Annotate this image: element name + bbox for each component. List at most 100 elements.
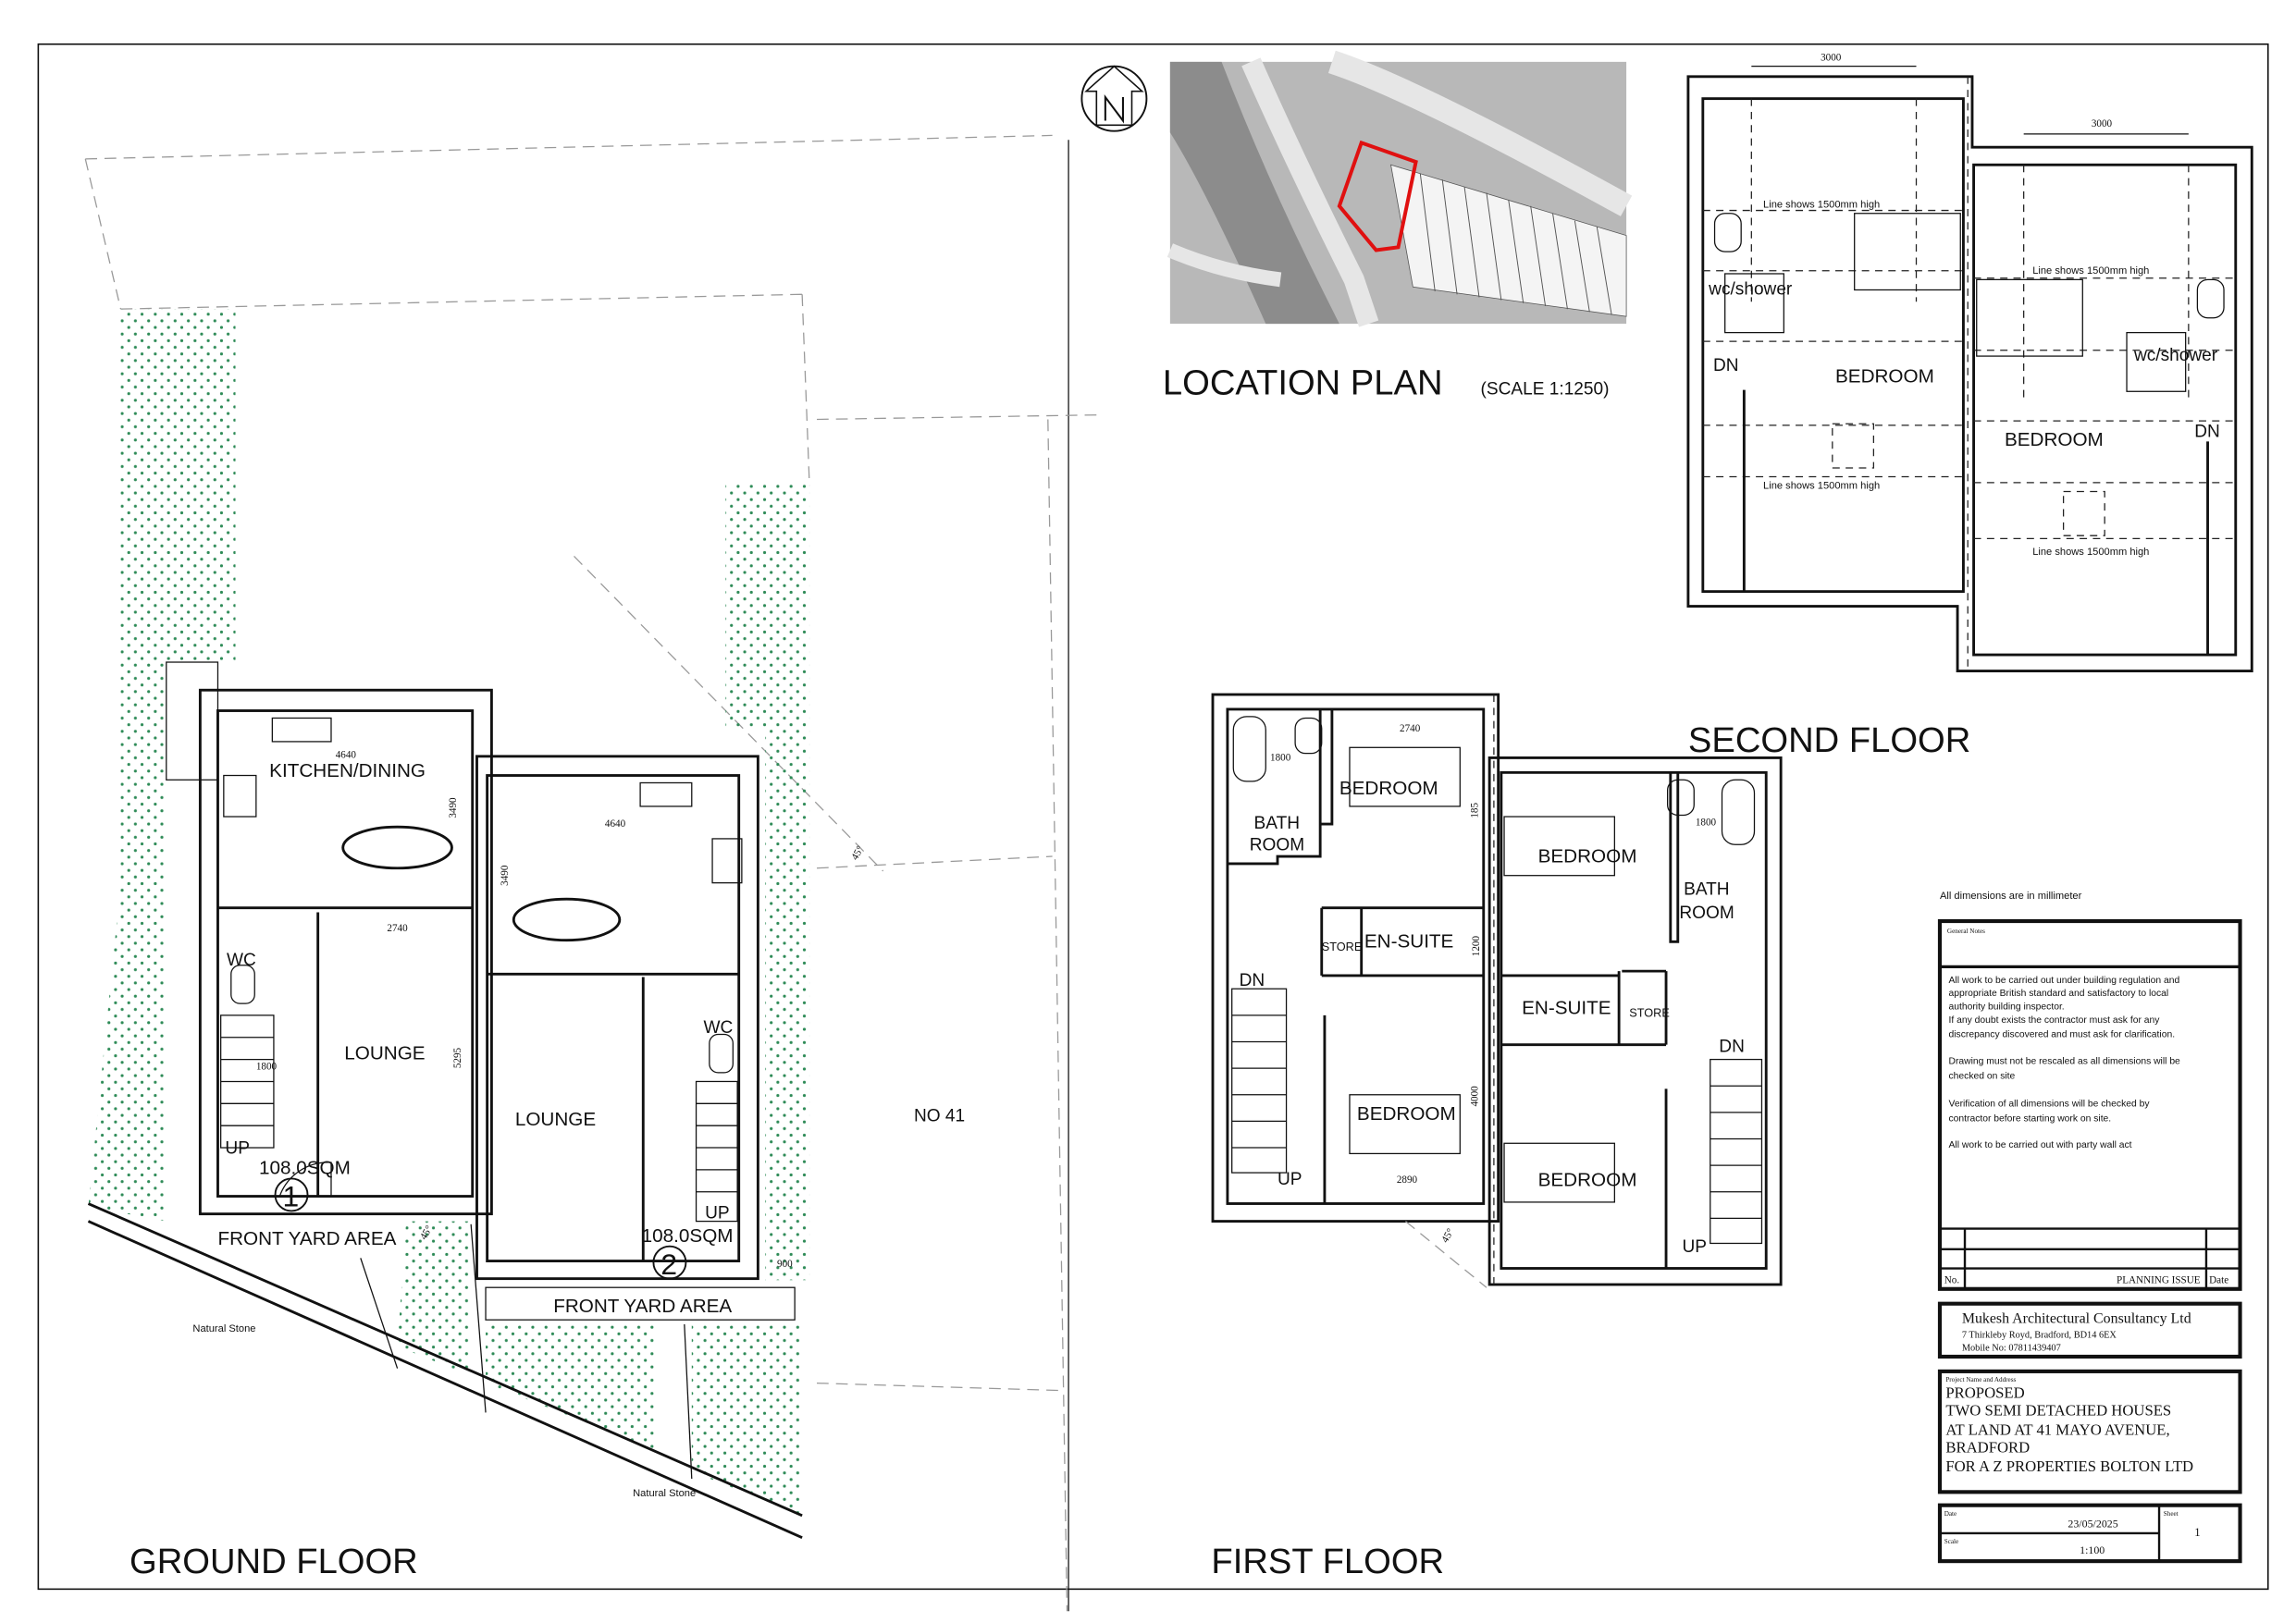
note-line: checked on site bbox=[1949, 1071, 2016, 1081]
ff-h1-ensuite: EN-SUITE bbox=[1364, 931, 1453, 953]
house1-dim-hall: 1800 bbox=[256, 1062, 278, 1073]
ff-house1-inner-wall bbox=[1226, 707, 1486, 1205]
landscaping-front-1 bbox=[397, 1221, 472, 1376]
project-label: Project Name and Address bbox=[1945, 1376, 2016, 1383]
date-label: Date bbox=[1944, 1510, 1957, 1518]
sheet-border bbox=[37, 43, 2269, 1591]
ground-floor-title: GROUND FLOOR bbox=[130, 1542, 418, 1581]
landscaping-left-strip bbox=[88, 309, 236, 1222]
ff-house2-inner-wall bbox=[1500, 770, 1768, 1270]
house2-lounge-label: LOUNGE bbox=[515, 1109, 596, 1130]
company-address: 7 Thirkleby Royd, Bradford, BD14 6EX bbox=[1962, 1330, 2117, 1340]
sf-h1-bedroom: BEDROOM bbox=[1835, 366, 1934, 387]
note-line: All work to be carried out with party wa… bbox=[1949, 1140, 2132, 1150]
ff-h1-dim-bed2: 2890 bbox=[1397, 1174, 1418, 1186]
house1-dim-kitchen-depth: 3490 bbox=[448, 797, 459, 818]
sf-h1-line-note-bottom: Line shows 1500mm high bbox=[1763, 480, 1880, 491]
house2-up-label: UP bbox=[705, 1203, 730, 1223]
house2-inner-wall bbox=[486, 774, 741, 1262]
house1-lounge-label: LOUNGE bbox=[344, 1043, 425, 1064]
sf-h2-line-note-top: Line shows 1500mm high bbox=[2032, 265, 2149, 277]
house1-outer-wall bbox=[198, 688, 493, 1216]
sf-house1-shower bbox=[1724, 273, 1784, 334]
project-line: PROPOSED bbox=[1945, 1384, 2024, 1402]
note-line: discrepancy discovered and must ask for … bbox=[1949, 1030, 2176, 1040]
sf-house1-bed bbox=[1854, 213, 1961, 291]
sf-h2-dim-dormer: 3000 bbox=[2092, 118, 2113, 129]
company-mobile: Mobile No: 07811439407 bbox=[1962, 1344, 2061, 1354]
project-line: BRADFORD bbox=[1945, 1438, 2030, 1456]
sf-h2-dn: DN bbox=[2194, 423, 2220, 442]
location-plan-scale: (SCALE 1:1250) bbox=[1481, 379, 1610, 399]
note-line: All work to be carried out under buildin… bbox=[1949, 976, 2180, 986]
ff-house2-toilet bbox=[1666, 779, 1695, 817]
sf-house2-inner-wall bbox=[1972, 163, 2238, 657]
note-line: Verification of all dimensions will be c… bbox=[1949, 1100, 2151, 1110]
ff-h2-bath-label-1: BATH bbox=[1684, 879, 1729, 899]
revision-date-label: Date bbox=[2209, 1274, 2228, 1285]
sheet-label: Sheet bbox=[2164, 1510, 2179, 1518]
sf-h2-wc-shower: wc/shower bbox=[2133, 346, 2218, 365]
house1-wc-toilet bbox=[230, 965, 255, 1004]
house2-area: 108.0SQM bbox=[642, 1225, 734, 1247]
pavement-edge bbox=[87, 1202, 803, 1539]
ff-h1-dim-ensuite: 1200 bbox=[1471, 936, 1482, 957]
house1-up-label: UP bbox=[225, 1138, 250, 1158]
house1-sink bbox=[271, 717, 332, 743]
house2-wc-label: WC bbox=[704, 1018, 734, 1038]
ff-h1-dn: DN bbox=[1240, 971, 1265, 990]
ff-h2-up: UP bbox=[1683, 1237, 1708, 1257]
site-boundary-red-outline bbox=[1337, 140, 1418, 252]
site-boundary bbox=[84, 134, 1097, 1612]
ff-house1-bed-rear bbox=[1349, 1094, 1461, 1155]
house2-dim-kitchen-depth: 3490 bbox=[500, 865, 511, 886]
ff-house2-stairs bbox=[1710, 1058, 1763, 1245]
project-line: TWO SEMI DETACHED HOUSES bbox=[1945, 1402, 2171, 1420]
sf-h1-line-note-top: Line shows 1500mm high bbox=[1763, 199, 1880, 210]
ff-house2-bed-front bbox=[1503, 816, 1615, 877]
ff-h1-store: STORE bbox=[1322, 940, 1363, 953]
house1-front-yard-label: FRONT YARD AREA bbox=[217, 1228, 396, 1249]
natural-stone-label-1: Natural Stone bbox=[192, 1323, 255, 1334]
scale-label: Scale bbox=[1944, 1538, 1958, 1545]
sf-h2-line-note-bottom: Line shows 1500mm high bbox=[2032, 547, 2149, 558]
units-note: All dimensions are in millimeter bbox=[1940, 891, 2082, 902]
revision-description: PLANNING ISSUE bbox=[2117, 1274, 2201, 1285]
ff-house1-bed-front bbox=[1349, 746, 1461, 807]
ff-h1-dim-small: 185 bbox=[1469, 803, 1480, 818]
company-name: Mukesh Architectural Consultancy Ltd bbox=[1962, 1310, 2191, 1326]
ff-house1-stairs bbox=[1231, 988, 1288, 1174]
sf-house1-outer-wall bbox=[1686, 75, 2253, 672]
house2-number-circle bbox=[652, 1245, 687, 1280]
ff-h2-dn: DN bbox=[1719, 1038, 1745, 1057]
house1-wc-label: WC bbox=[227, 951, 256, 970]
ff-h1-bedroom-front: BEDROOM bbox=[1339, 778, 1438, 799]
house1-stairs bbox=[220, 1014, 275, 1149]
general-notes-label: General Notes bbox=[1947, 928, 1985, 935]
title-block: All dimensions are in millimeter General… bbox=[1937, 891, 2242, 1564]
sf-house1-toilet bbox=[1713, 213, 1742, 252]
ff-h1-bath-label-1: BATH bbox=[1254, 814, 1300, 833]
landscaping-right-strip bbox=[725, 482, 810, 1281]
natural-stone-label-2: Natural Stone bbox=[633, 1488, 696, 1499]
landscaping-front-2 bbox=[486, 1323, 656, 1450]
sf-h1-dim-dormer: 3000 bbox=[1821, 52, 1842, 63]
drawing-date: 23/05/2025 bbox=[2068, 1518, 2117, 1531]
company-box bbox=[1937, 1301, 2242, 1359]
sf-h1-dn: DN bbox=[1713, 356, 1739, 375]
ff-h2-bedroom-front: BEDROOM bbox=[1538, 845, 1637, 867]
neighbour-label: NO 41 bbox=[914, 1106, 965, 1125]
note-line: authority building inspector. bbox=[1949, 1002, 2065, 1012]
sf-house1-inner-wall bbox=[1701, 97, 1965, 594]
house1-front-door-swing bbox=[278, 1162, 332, 1197]
ff-house1-toilet bbox=[1294, 717, 1323, 755]
house2-dining-table bbox=[512, 897, 622, 942]
drawing-scale: 1:100 bbox=[2080, 1543, 2105, 1556]
ff-house1-outer-wall bbox=[1211, 693, 1500, 1223]
second-floor-title: SECOND FLOOR bbox=[1688, 720, 1970, 760]
house1-dim-lounge-width: 2740 bbox=[387, 923, 408, 934]
ff-h1-dim-bed2-depth: 4000 bbox=[1469, 1086, 1480, 1107]
house1-area: 108.0SQM bbox=[259, 1158, 351, 1179]
ff-house2-bath bbox=[1721, 779, 1756, 845]
